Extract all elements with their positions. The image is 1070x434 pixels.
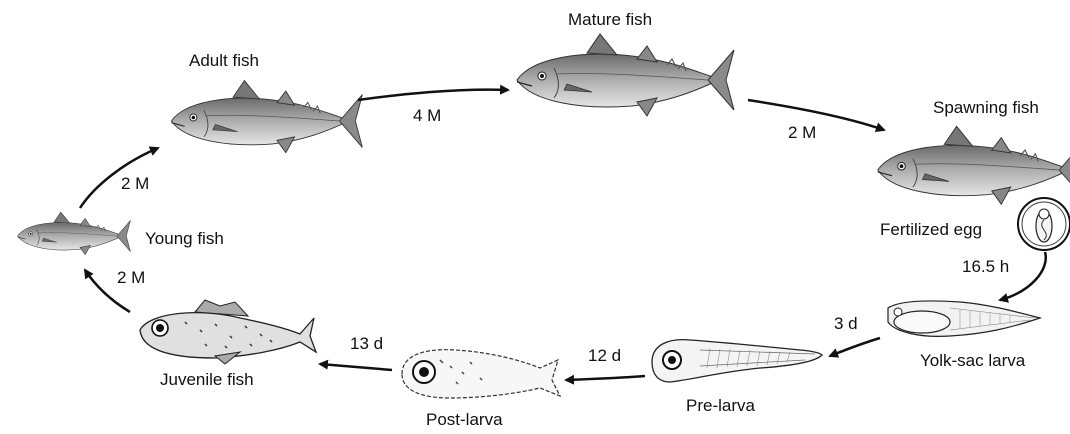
duration-young-to-adult: 2 M — [121, 174, 149, 194]
fertilized-egg-image — [1018, 198, 1070, 250]
arrow-yolk-sac-to-pre-larva — [830, 338, 880, 356]
duration-post-larva-to-juvenile: 13 d — [350, 334, 383, 354]
label-young-fish: Young fish — [145, 229, 224, 249]
adult-fish-image — [171, 81, 362, 153]
duration-pre-larva-to-post-larva: 12 d — [588, 346, 621, 366]
pre-larva-image — [652, 340, 822, 382]
post-larva-image — [402, 350, 560, 398]
label-adult-fish: Adult fish — [189, 51, 259, 71]
young-fish-image — [18, 212, 131, 255]
juvenile-fish-image — [140, 300, 316, 364]
label-mature-fish: Mature fish — [568, 10, 652, 30]
label-yolk-sac-larva: Yolk-sac larva — [920, 351, 1025, 371]
label-fertilized-egg: Fertilized egg — [880, 220, 982, 240]
duration-yolk-sac-to-pre-larva: 3 d — [834, 314, 858, 334]
label-post-larva: Post-larva — [426, 410, 503, 430]
arrow-post-larva-to-juvenile — [320, 364, 392, 370]
label-juvenile-fish: Juvenile fish — [160, 370, 254, 390]
duration-juvenile-to-young: 2 M — [117, 268, 145, 288]
duration-adult-to-mature: 4 M — [413, 106, 441, 126]
yolk-sac-larva-image — [888, 301, 1040, 336]
duration-mature-to-spawning: 2 M — [788, 123, 816, 143]
arrow-pre-larva-to-post-larva — [566, 376, 645, 380]
label-spawning-fish: Spawning fish — [933, 98, 1039, 118]
mature-fish-image — [517, 34, 734, 116]
spawning-fish-image — [878, 126, 1070, 204]
label-pre-larva: Pre-larva — [686, 396, 755, 416]
arrow-adult-to-mature — [358, 90, 508, 100]
duration-egg-to-yolk-sac: 16.5 h — [962, 257, 1009, 277]
